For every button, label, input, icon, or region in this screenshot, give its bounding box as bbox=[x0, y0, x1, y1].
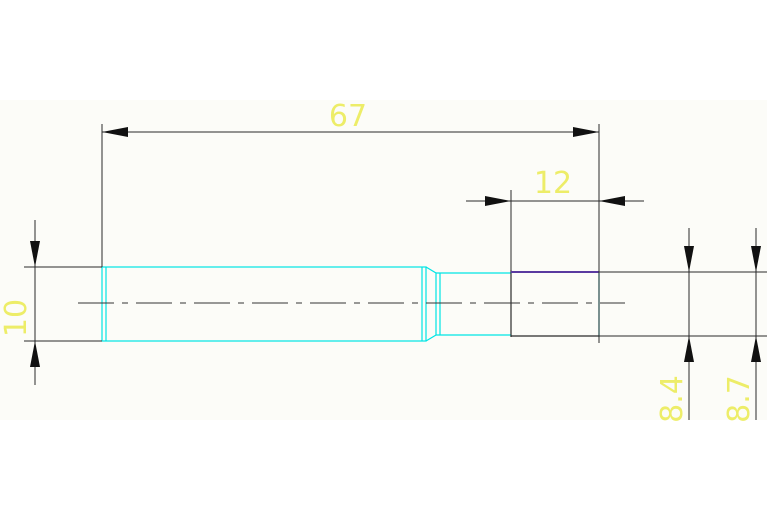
part-outline bbox=[101, 266, 600, 342]
dim-text-84: 8.4 bbox=[655, 375, 690, 423]
extension-lines bbox=[24, 124, 767, 343]
dim-text-10: 10 bbox=[0, 299, 34, 337]
taper-transition bbox=[425, 266, 437, 342]
dim-text-67: 67 bbox=[329, 99, 367, 134]
main-shaft-body bbox=[101, 266, 427, 342]
dim-text-87: 8.7 bbox=[722, 375, 757, 423]
drawing-area bbox=[0, 100, 767, 420]
dimension-lines bbox=[30, 127, 761, 420]
dim-text-12: 12 bbox=[534, 166, 572, 201]
dimension-labels: 67 12 10 8.4 8.7 bbox=[0, 99, 757, 423]
